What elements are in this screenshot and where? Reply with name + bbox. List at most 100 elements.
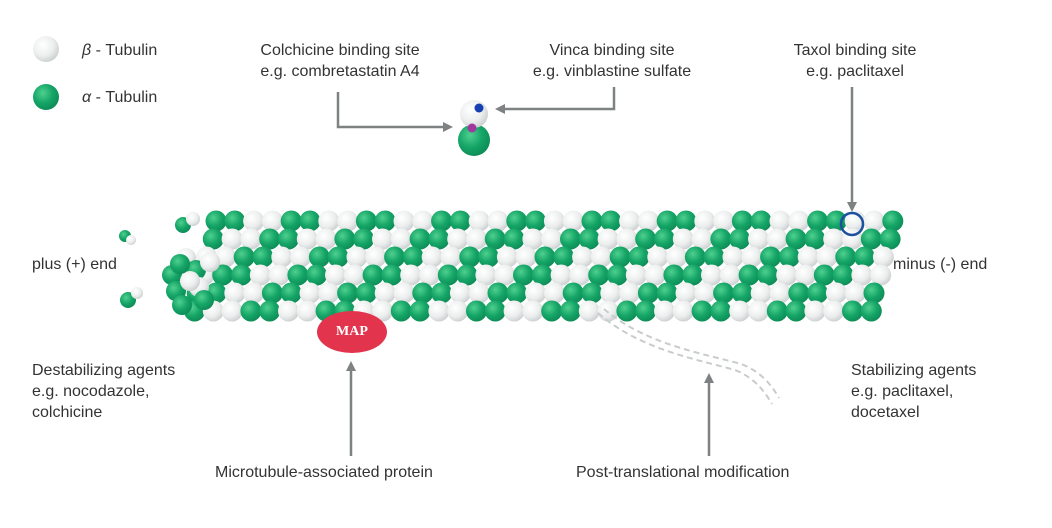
beta-tubulin-subunit bbox=[290, 246, 312, 268]
beta-tubulin-subunit bbox=[872, 246, 894, 268]
beta-tubulin-subunit bbox=[449, 282, 471, 304]
alpha-tubulin-subunit bbox=[691, 300, 713, 322]
alpha-tubulin-subunit bbox=[860, 228, 882, 250]
beta-tubulin-subunit bbox=[666, 246, 688, 268]
alpha-tubulin-subunit bbox=[541, 300, 563, 322]
beta-tubulin-subunit bbox=[249, 264, 271, 286]
alpha-tubulin-subunit bbox=[280, 282, 302, 304]
colchicine-site-dot bbox=[467, 123, 477, 133]
beta-tubulin-subunit bbox=[337, 210, 359, 232]
alpha-tubulin-subunit bbox=[456, 264, 478, 286]
vinca-site-label: Vinca binding site e.g. vinblastine sulf… bbox=[500, 40, 724, 82]
alpha-tubulin-subunit bbox=[553, 246, 575, 268]
beta-tubulin-subunit bbox=[625, 264, 647, 286]
alpha-tubulin-subunit bbox=[374, 210, 396, 232]
alpha-tubulin-subunit bbox=[390, 300, 412, 322]
alpha-tubulin-subunit bbox=[703, 246, 725, 268]
alpha-tubulin-subunit bbox=[449, 210, 471, 232]
beta-tubulin-subunit bbox=[393, 210, 415, 232]
beta-tubulin-subunit bbox=[525, 282, 547, 304]
alpha-tubulin-subunit bbox=[212, 264, 234, 286]
alpha-tubulin-subunit bbox=[484, 228, 506, 250]
alpha-tubulin-subunit bbox=[588, 264, 610, 286]
beta-tubulin-subunit bbox=[600, 282, 622, 304]
beta-tubulin-subunit bbox=[200, 252, 220, 272]
beta-tubulin-subunit bbox=[412, 210, 434, 232]
alpha-tubulin-subunit bbox=[233, 246, 255, 268]
plus-end-label: plus (+) end bbox=[32, 256, 117, 273]
alpha-tubulin-subunit bbox=[842, 300, 863, 322]
alpha-tubulin-subunit bbox=[863, 282, 885, 304]
beta-tubulin-subunit bbox=[543, 282, 565, 304]
beta-tubulin-subunit bbox=[447, 300, 469, 322]
taxol-site-label: Taxol binding site e.g. paclitaxel bbox=[762, 40, 948, 82]
alpha-tubulin-subunit bbox=[832, 264, 854, 286]
beta-tubulin-subunit bbox=[597, 228, 619, 250]
alpha-tubulin-subunit bbox=[224, 210, 246, 232]
alpha-tubulin-subunit bbox=[807, 282, 829, 304]
alpha-tubulin-subunit bbox=[362, 264, 384, 286]
beta-tubulin-subunit bbox=[719, 264, 741, 286]
alpha-tubulin-subunit bbox=[882, 210, 904, 232]
alpha-tubulin-subunit bbox=[684, 246, 706, 268]
arrows bbox=[336, 87, 857, 456]
beta-tubulin-subunit bbox=[769, 210, 791, 232]
alpha-tubulin-subunit bbox=[628, 246, 650, 268]
alpha-tubulin-subunit bbox=[788, 282, 810, 304]
beta-tubulin-subunit bbox=[400, 264, 422, 286]
alpha-tubulin-subunit bbox=[738, 264, 760, 286]
alpha-tubulin-subunit bbox=[825, 210, 847, 232]
alpha-tubulin-subunit bbox=[710, 300, 732, 322]
beta-tubulin-subunit bbox=[795, 264, 816, 286]
beta-tubulin-subunit bbox=[694, 210, 716, 232]
alpha-tubulin-subunit bbox=[560, 228, 581, 250]
alpha-tubulin-subunit bbox=[560, 300, 581, 322]
beta-tubulin-subunit bbox=[487, 210, 509, 232]
beta-tubulin-subunit bbox=[804, 300, 826, 322]
beta-tubulin-subunit bbox=[825, 282, 847, 304]
alpha-tubulin-subunit bbox=[785, 300, 807, 322]
legend-alpha-text: - Tubulin bbox=[95, 89, 158, 106]
colchicine-site-title: Colchicine binding site bbox=[260, 42, 420, 59]
beta-tubulin-subunit bbox=[468, 282, 490, 304]
beta-tubulin-subunit bbox=[672, 228, 694, 250]
alpha-tubulin-subunit bbox=[172, 295, 192, 315]
beta-tubulin-subunit bbox=[271, 246, 293, 268]
beta-tubulin-subunit bbox=[823, 300, 845, 322]
beta-tubulin-subunit bbox=[496, 246, 518, 268]
map-full-label: Microtubule-associated protein bbox=[215, 464, 433, 481]
legend-alpha-symbol: α bbox=[82, 89, 92, 106]
alpha-tubulin-subunit bbox=[609, 246, 631, 268]
alpha-tubulin-subunit bbox=[534, 246, 556, 268]
alpha-tubulin-subunit bbox=[637, 282, 659, 304]
beta-tubulin-subunit bbox=[214, 246, 236, 268]
legend-beta-label: β - Tubulin bbox=[82, 40, 157, 61]
ptm-tail bbox=[597, 308, 780, 405]
beta-tubulin-subunit bbox=[691, 228, 713, 250]
alpha-tubulin-subunit bbox=[409, 228, 431, 250]
beta-tubulin-subunit bbox=[515, 246, 537, 268]
alpha-tubulin-subunit bbox=[506, 210, 528, 232]
microtubule-lattice bbox=[162, 210, 904, 322]
beta-tubulin-subunit bbox=[522, 228, 544, 250]
beta-tubulin-subunit bbox=[393, 282, 415, 304]
beta-tubulin-subunit bbox=[374, 282, 396, 304]
alpha-tubulin-subunit bbox=[484, 300, 506, 322]
beta-tubulin-subunit bbox=[616, 228, 638, 250]
beta-tubulin-subunit bbox=[722, 246, 744, 268]
destabilizing-agents-label: Destabilizing agents e.g. nocodazole, co… bbox=[32, 360, 175, 423]
alpha-tubulin-subunit bbox=[807, 210, 829, 232]
stabilizing-title: Stabilizing agents bbox=[851, 362, 977, 379]
minus-end-label: minus (-) end bbox=[893, 256, 988, 273]
vinca-arrow bbox=[495, 87, 616, 114]
beta-tubulin-subunit bbox=[647, 246, 669, 268]
free-dimers bbox=[119, 212, 200, 308]
stabilizing-example-2: docetaxel bbox=[851, 404, 920, 421]
tubulin-dimer bbox=[458, 100, 490, 156]
beta-tubulin-subunit bbox=[769, 282, 791, 304]
alpha-tubulin-subunit bbox=[804, 228, 826, 250]
beta-tubulin-subunit bbox=[851, 264, 873, 286]
alpha-tubulin-subunit bbox=[713, 282, 735, 304]
beta-tubulin-subunit bbox=[390, 228, 412, 250]
